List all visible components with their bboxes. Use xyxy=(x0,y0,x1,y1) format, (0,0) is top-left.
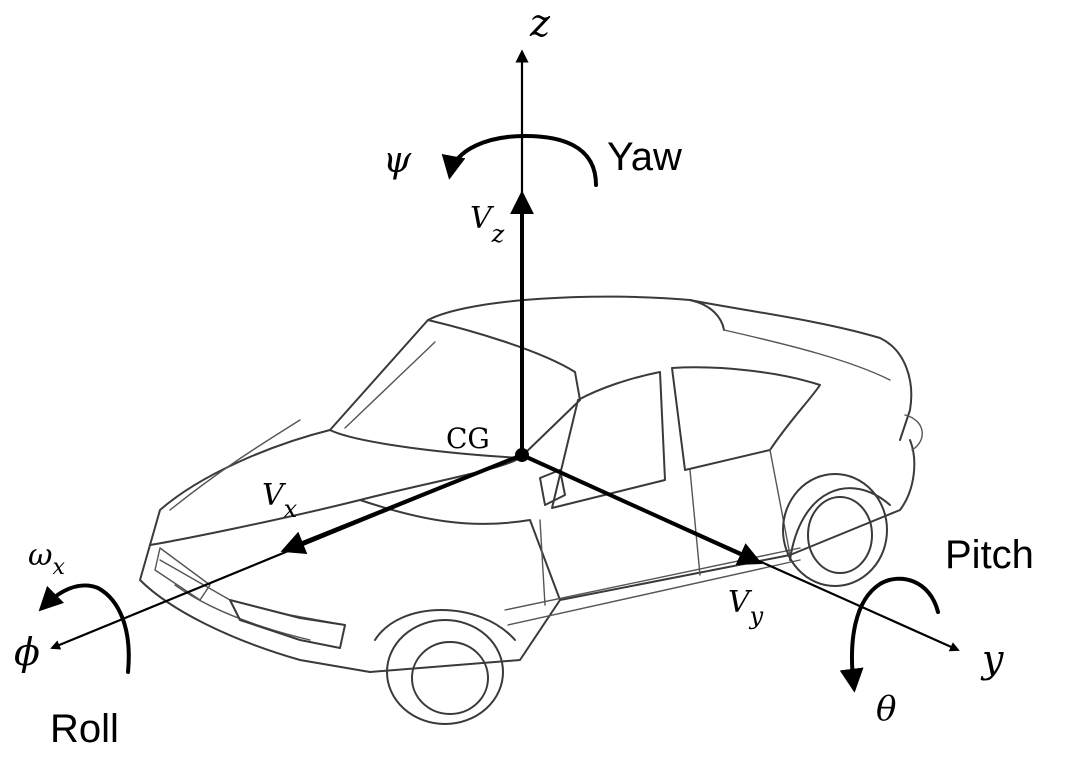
car-rear xyxy=(690,300,911,440)
roll-symbol: ϕ xyxy=(14,630,40,674)
car-mirror xyxy=(540,470,565,505)
car-body-side xyxy=(360,500,560,672)
roll-label: Roll xyxy=(50,707,119,751)
car-headlight xyxy=(230,600,345,648)
pitch-label: Pitch xyxy=(945,533,1034,577)
vy-subscript: y xyxy=(749,602,764,630)
vx-subscript: x xyxy=(284,495,298,523)
car-roof xyxy=(428,297,724,330)
roll-rate-symbol: ω xyxy=(28,538,52,573)
z-axis-label: z xyxy=(529,1,551,45)
car-front-window xyxy=(552,372,665,508)
vx-vector xyxy=(285,455,522,550)
cg-label: CG xyxy=(446,422,490,455)
yaw-symbol: ψ xyxy=(383,140,412,181)
vz-label: Vz xyxy=(470,201,505,248)
vz-subscript: z xyxy=(491,220,505,248)
vy-vector xyxy=(522,455,758,562)
car-rear-window xyxy=(672,367,820,470)
vx-label: Vx xyxy=(262,478,298,523)
pitch-rotation-arrow xyxy=(852,579,938,688)
y-axis-label: y xyxy=(980,637,1004,681)
roll-rotation-arrow xyxy=(42,585,129,672)
velocity-vectors xyxy=(285,195,758,562)
rear-wheel xyxy=(783,474,890,586)
coordinate-axes xyxy=(52,52,958,650)
cg-point xyxy=(515,448,529,462)
pitch-symbol: θ xyxy=(876,689,896,729)
vy-label: Vy xyxy=(728,585,764,630)
roll-rate-subscript: x xyxy=(52,555,65,580)
car-illustration xyxy=(140,297,922,724)
yaw-label: Yaw xyxy=(607,135,682,179)
roll-rate-label: ωx xyxy=(28,538,65,580)
